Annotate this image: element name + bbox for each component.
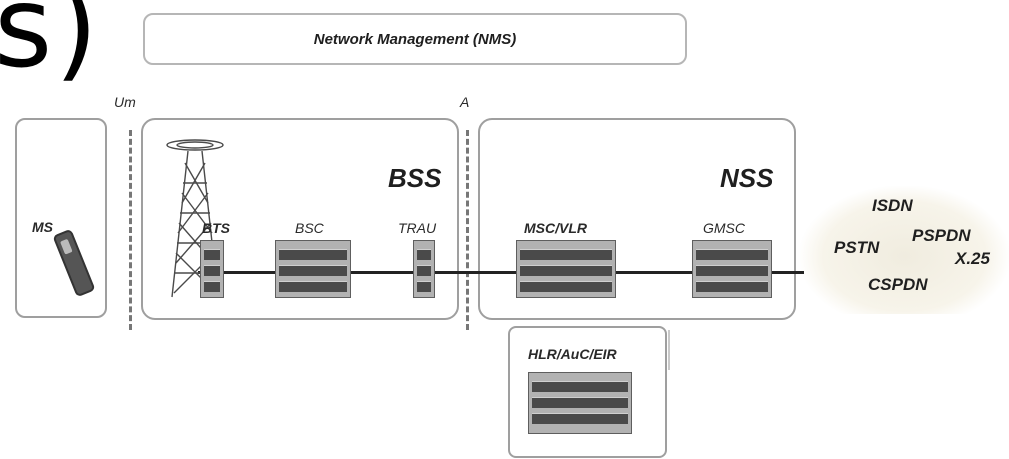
trau-label: TRAU bbox=[398, 220, 437, 236]
um-interface-label: Um bbox=[114, 94, 136, 110]
hlr-box bbox=[508, 326, 667, 458]
antenna-tower-icon bbox=[166, 139, 224, 298]
trau-equipment-rack-icon bbox=[413, 240, 435, 298]
nss-box bbox=[478, 118, 796, 320]
nms-box: Network Management (NMS) bbox=[143, 13, 687, 65]
nms-label: Network Management (NMS) bbox=[313, 30, 517, 48]
isdn-label: ISDN bbox=[872, 196, 913, 215]
bts-equipment-rack-icon bbox=[200, 240, 224, 298]
slide-title-fragment: s) bbox=[0, 0, 101, 93]
a-interface-label: A bbox=[460, 94, 470, 110]
pspdn-label: PSPDN bbox=[912, 226, 971, 245]
hlr-equipment-rack-icon bbox=[528, 372, 632, 434]
msc-vlr-equipment-rack-icon bbox=[516, 240, 616, 298]
ms-label: MS bbox=[32, 219, 53, 235]
bss-box bbox=[141, 118, 459, 320]
gmsc-label: GMSC bbox=[703, 220, 745, 236]
bss-label: BSS bbox=[388, 163, 442, 193]
msc-vlr-label: MSC/VLR bbox=[524, 220, 587, 236]
bts-label: BTS bbox=[202, 220, 230, 236]
hlr-label: HLR/AuC/EIR bbox=[528, 346, 617, 362]
pstn-label: PSTN bbox=[834, 238, 880, 257]
cspdn-label: CSPDN bbox=[868, 275, 928, 294]
ms-box bbox=[15, 118, 107, 318]
nss-label: NSS bbox=[720, 163, 774, 193]
bsc-equipment-rack-icon bbox=[275, 240, 351, 298]
network-cloud-icon bbox=[800, 186, 1009, 314]
gmsc-equipment-rack-icon bbox=[692, 240, 772, 298]
a-interface-line bbox=[466, 130, 469, 330]
hlr-divider bbox=[668, 330, 670, 370]
um-interface-line bbox=[129, 130, 132, 330]
trunk-line bbox=[198, 271, 804, 274]
bsc-label: BSC bbox=[295, 220, 324, 236]
x25-label: X.25 bbox=[955, 249, 990, 268]
